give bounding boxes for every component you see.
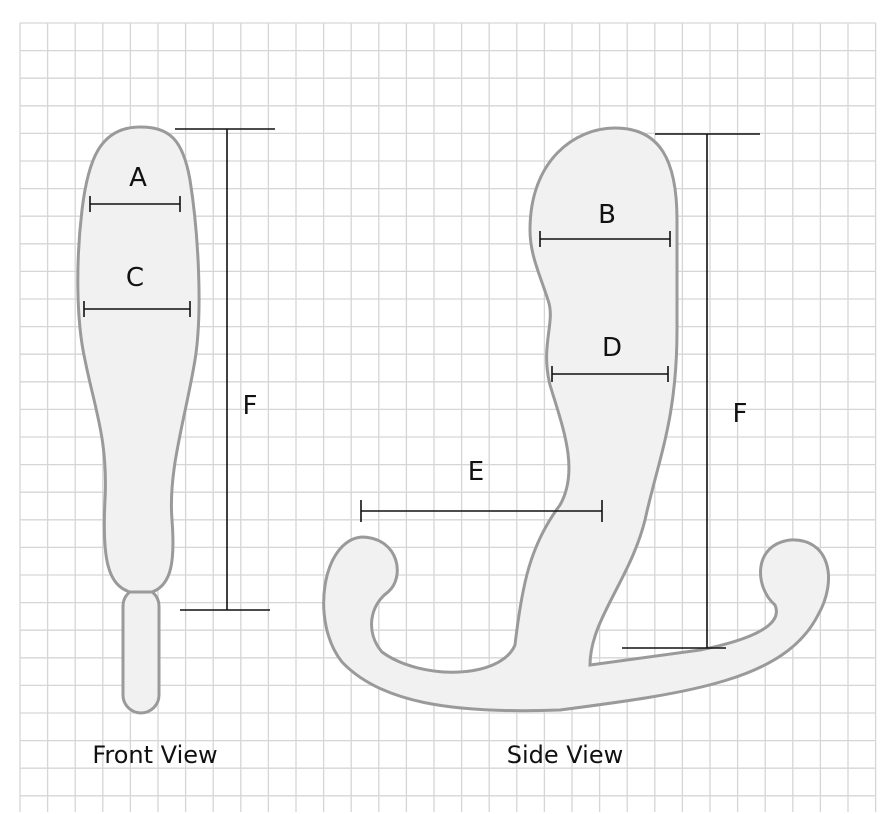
side-view: B D E F Side View [322, 126, 831, 769]
dimension-f-front-line [175, 128, 275, 611]
front-view: A C F Front View [76, 125, 275, 769]
dimension-f-side-line [622, 133, 760, 649]
dimension-c-line [83, 301, 191, 317]
label-d: D [602, 333, 622, 363]
front-view-caption: Front View [92, 741, 217, 769]
label-f-front: F [243, 391, 258, 421]
side-view-caption: Side View [507, 741, 623, 769]
label-f-side: F [733, 399, 748, 429]
side-view-outline [322, 126, 831, 713]
front-view-base [121, 586, 161, 715]
front-view-outline [76, 125, 201, 594]
label-a: A [129, 163, 147, 193]
label-c: C [126, 263, 144, 293]
dimension-d-line [551, 366, 669, 382]
dimension-e-line [360, 500, 603, 522]
label-e: E [468, 457, 484, 487]
label-b: B [598, 200, 616, 230]
dimension-a-line [89, 196, 181, 212]
dimension-b-line [539, 231, 671, 247]
